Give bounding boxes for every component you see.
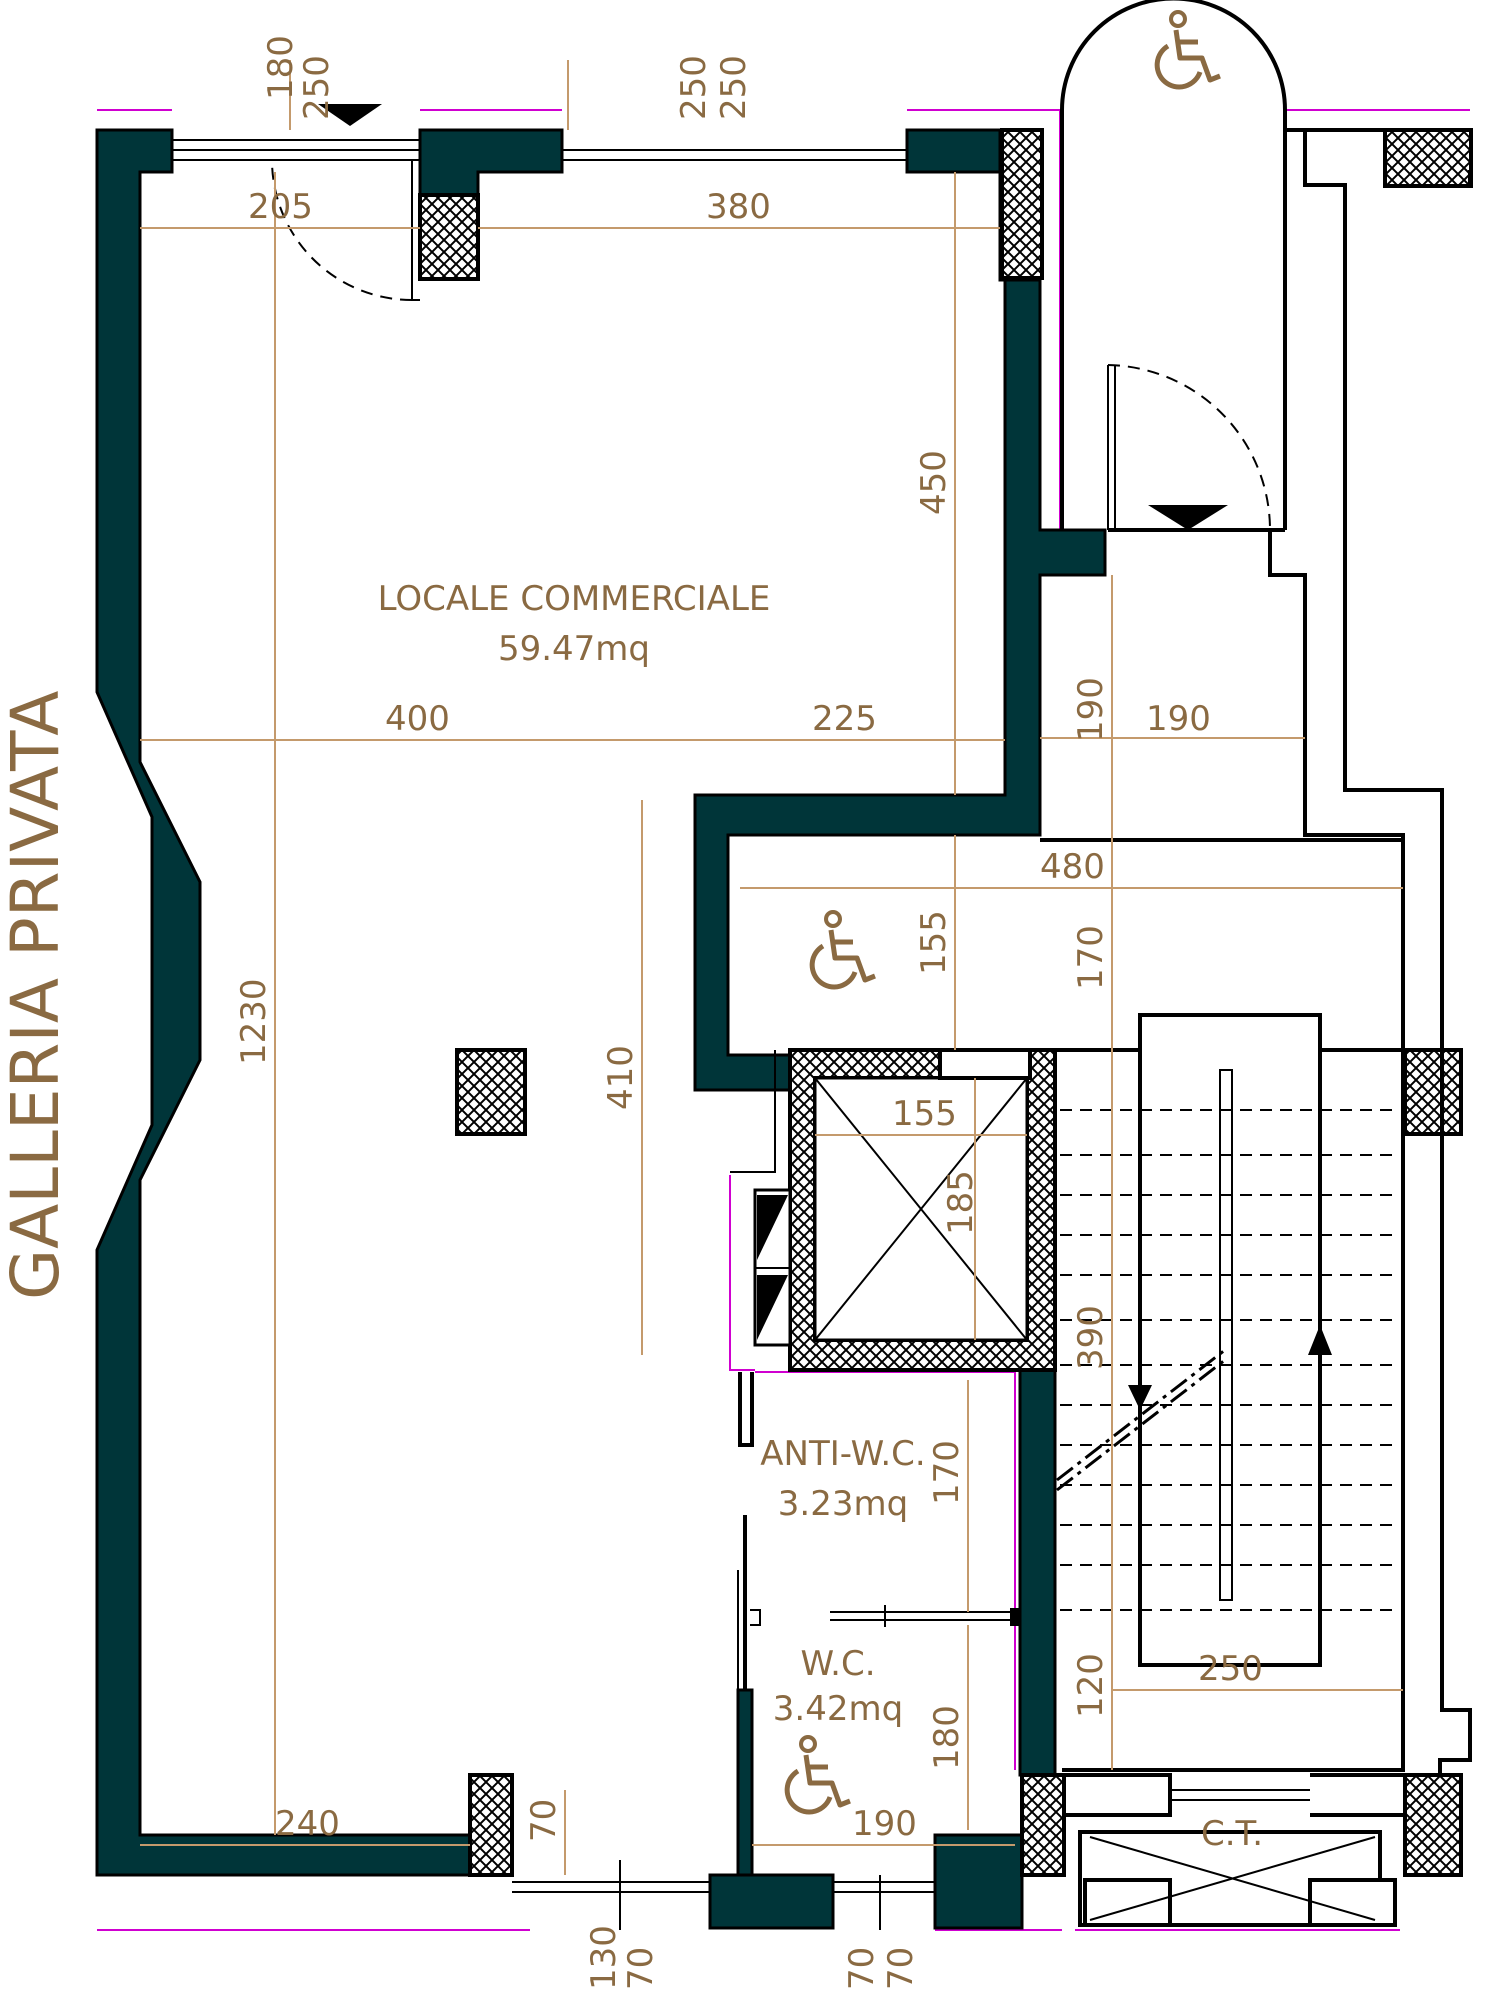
- walls: [95, 128, 1107, 1930]
- dim-380: 380: [706, 187, 771, 227]
- dim-205: 205: [248, 187, 313, 227]
- building-outline: [1040, 0, 1472, 1927]
- dim-190-h: 190: [1146, 699, 1211, 739]
- dim-lift-185: 185: [941, 1170, 981, 1235]
- dim-top-250b: 250: [674, 55, 714, 120]
- room-wc-name: W.C.: [800, 1644, 875, 1684]
- openings: [172, 104, 1271, 1930]
- utility-chutes: [753, 1188, 792, 1347]
- dim-225: 225: [812, 699, 877, 739]
- staircase: [1056, 1013, 1400, 1667]
- dim-390: 390: [1071, 1305, 1111, 1370]
- dim-bot-70b: 70: [842, 1947, 882, 1990]
- dim-410: 410: [601, 1045, 641, 1110]
- dim-1230: 1230: [234, 978, 274, 1065]
- dim-bot-130: 130: [584, 1925, 624, 1990]
- dim-120: 120: [1071, 1653, 1111, 1718]
- freestanding-column: [455, 1048, 527, 1136]
- dim-170-wc: 170: [927, 1440, 967, 1505]
- room-wc-area: 3.42mq: [773, 1689, 903, 1729]
- dim-70: 70: [524, 1799, 564, 1842]
- dim-170-stair: 170: [1071, 925, 1111, 990]
- wheelchair-icon: [787, 1737, 850, 1812]
- dim-155-v: 155: [914, 910, 954, 975]
- dim-450: 450: [914, 450, 954, 515]
- room-antiwc-name: ANTI-W.C.: [760, 1434, 925, 1474]
- corridor-label: GALLERIA PRIVATA: [0, 691, 74, 1300]
- wheelchair-icon: [812, 912, 875, 987]
- wheelchair-icon: [1157, 12, 1220, 87]
- dim-190-v: 190: [1071, 677, 1111, 742]
- room-locale-area: 59.47mq: [498, 629, 650, 669]
- dim-400: 400: [385, 699, 450, 739]
- dim-top-250a: 250: [297, 55, 337, 120]
- dimension-lines: [140, 60, 1403, 1875]
- dim-lift-155: 155: [892, 1094, 957, 1134]
- dim-480: 480: [1040, 847, 1105, 887]
- dimension-texts: 180 250 250 250 205 380 450 400 225 190 …: [234, 35, 1263, 1990]
- room-locale-name: LOCALE COMMERCIALE: [378, 579, 771, 619]
- dim-top-250c: 250: [714, 55, 754, 120]
- dim-bot-70c: 70: [881, 1947, 921, 1990]
- dim-top-180: 180: [261, 35, 301, 100]
- room-boiler-label: C.T.: [1201, 1814, 1263, 1854]
- dim-190-wc: 190: [852, 1804, 917, 1844]
- dim-240: 240: [275, 1804, 340, 1844]
- dim-bot-70a: 70: [621, 1947, 661, 1990]
- dim-180-wc: 180: [927, 1705, 967, 1770]
- dim-250-stair: 250: [1198, 1649, 1263, 1689]
- lift-shaft: [788, 1048, 1057, 1372]
- room-labels: LOCALE COMMERCIALE 59.47mq ANTI-W.C. 3.2…: [378, 579, 1263, 1854]
- room-antiwc-area: 3.23mq: [778, 1484, 908, 1524]
